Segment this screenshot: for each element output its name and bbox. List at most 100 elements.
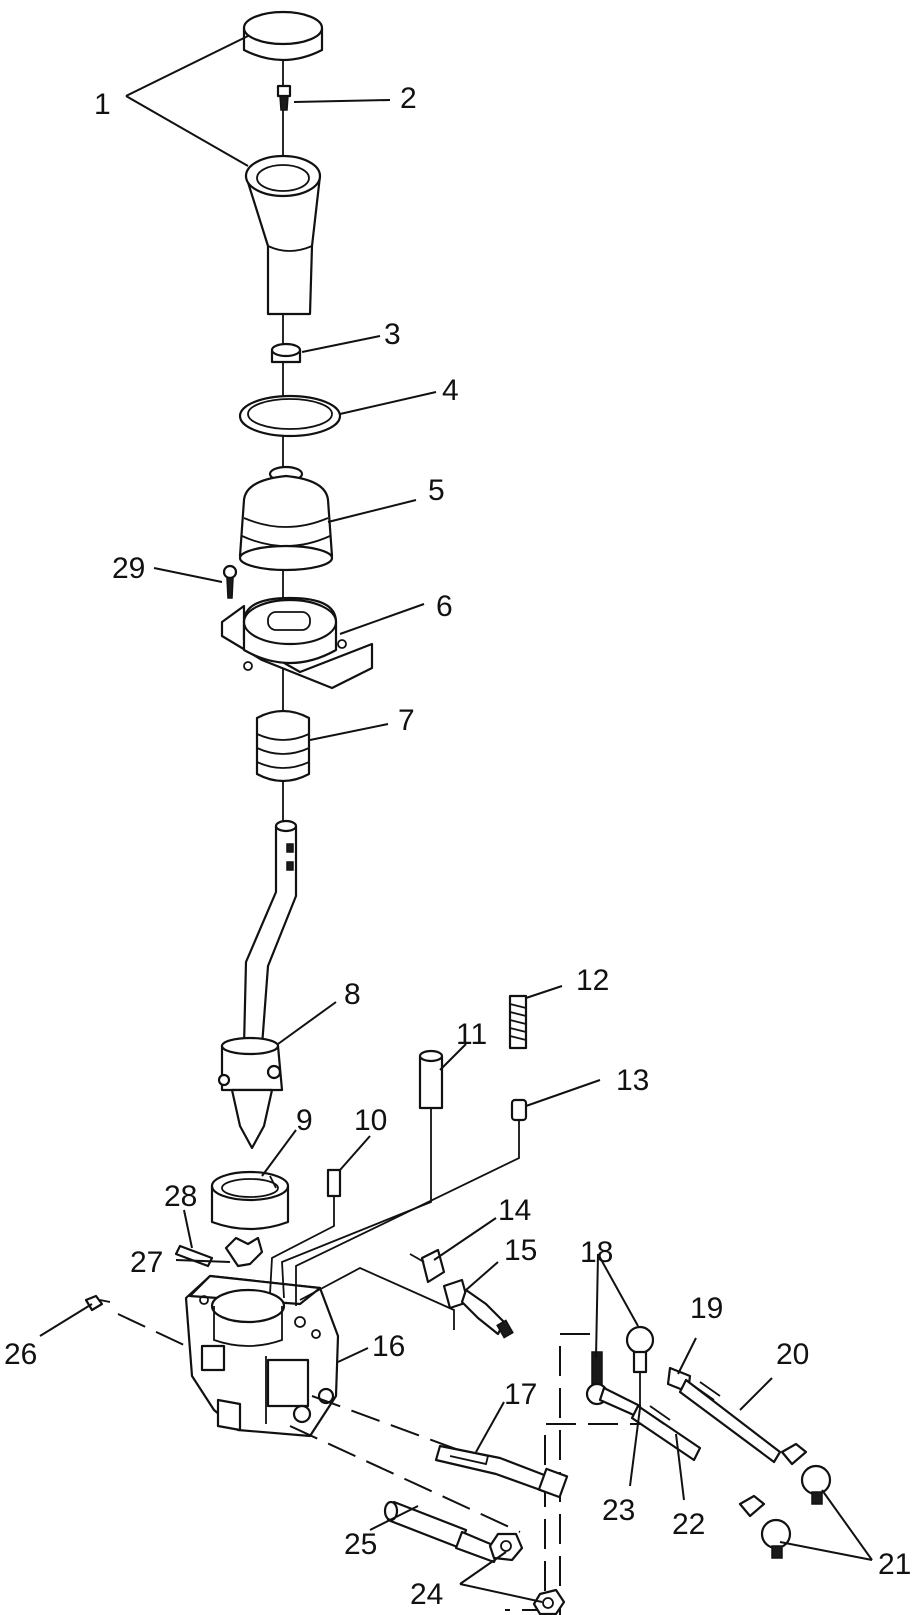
callout-24: 24 bbox=[410, 1578, 443, 1611]
leader-24b bbox=[459, 1583, 543, 1603]
part-pin-11 bbox=[418, 1049, 444, 1110]
part-rod-22 bbox=[630, 1404, 702, 1462]
part-spring-10 bbox=[326, 1168, 342, 1198]
leader-6 bbox=[339, 603, 425, 635]
part-nut-24b bbox=[532, 1588, 566, 1615]
part-grommet-7 bbox=[255, 709, 311, 783]
callout-22: 22 bbox=[672, 1508, 705, 1541]
callout-9: 9 bbox=[296, 1104, 313, 1137]
callout-10: 10 bbox=[354, 1104, 387, 1137]
part-ball-joint-18a bbox=[585, 1351, 642, 1418]
part-housing-plate-6 bbox=[220, 596, 374, 690]
leader-23 bbox=[629, 1407, 641, 1487]
callout-27: 27 bbox=[130, 1246, 163, 1279]
part-pin-28 bbox=[174, 1244, 214, 1268]
callout-15: 15 bbox=[504, 1234, 537, 1267]
leader-1b bbox=[125, 95, 249, 167]
part-rod-end-21a bbox=[780, 1442, 832, 1505]
callout-14: 14 bbox=[498, 1194, 531, 1227]
part-rod-20 bbox=[678, 1378, 782, 1464]
part-gate-collar-9 bbox=[210, 1170, 290, 1231]
leader-2 bbox=[293, 99, 391, 103]
callout-2: 2 bbox=[400, 82, 417, 115]
part-ring-4 bbox=[238, 394, 342, 438]
part-switch-14 bbox=[409, 1248, 446, 1284]
leader-22 bbox=[675, 1433, 685, 1501]
part-cable-25 bbox=[383, 1500, 502, 1564]
part-shift-knob bbox=[244, 154, 322, 316]
callout-1: 1 bbox=[94, 88, 111, 121]
callout-26: 26 bbox=[4, 1338, 37, 1371]
callout-11: 11 bbox=[456, 1018, 487, 1051]
callout-4: 4 bbox=[442, 374, 459, 407]
wire-path-11 bbox=[281, 1108, 432, 1299]
leader-7 bbox=[309, 723, 389, 741]
callout-16: 16 bbox=[372, 1330, 405, 1363]
leader-29 bbox=[153, 567, 223, 583]
leader-3 bbox=[301, 335, 381, 353]
callout-6: 6 bbox=[436, 590, 453, 623]
part-rod-end-21b bbox=[738, 1494, 792, 1559]
part-switch-15 bbox=[442, 1278, 514, 1339]
callout-17: 17 bbox=[504, 1378, 537, 1411]
callout-29: 29 bbox=[112, 552, 145, 585]
wire-path-10 bbox=[269, 1196, 335, 1295]
leader-20 bbox=[739, 1377, 773, 1411]
wire-path-14-15 bbox=[299, 1266, 455, 1330]
callout-28: 28 bbox=[164, 1180, 197, 1213]
callout-13: 13 bbox=[616, 1064, 649, 1097]
axis-bolt-26 bbox=[117, 1313, 187, 1347]
part-screw-2 bbox=[276, 84, 292, 111]
part-bushing-3 bbox=[270, 342, 302, 364]
part-spring-12 bbox=[508, 994, 528, 1050]
axis-linkage-upper bbox=[559, 1333, 590, 1615]
part-ball-joint-18b bbox=[625, 1325, 655, 1374]
callout-19: 19 bbox=[690, 1292, 723, 1325]
leader-11 bbox=[439, 1043, 467, 1071]
part-bolt-26 bbox=[84, 1294, 111, 1312]
leader-24a bbox=[459, 1551, 507, 1585]
leader-12 bbox=[525, 985, 563, 999]
callout-3: 3 bbox=[384, 318, 401, 351]
leader-27 bbox=[175, 1259, 231, 1263]
leader-21a bbox=[821, 1489, 873, 1561]
part-knob-cap bbox=[242, 10, 324, 62]
part-cable-17 bbox=[434, 1444, 569, 1499]
leader-26 bbox=[39, 1303, 93, 1337]
part-shift-lever-8 bbox=[217, 819, 298, 1150]
leader-15 bbox=[465, 1261, 499, 1291]
callout-20: 20 bbox=[776, 1338, 809, 1371]
leader-5 bbox=[327, 499, 417, 523]
part-nut-24a bbox=[488, 1532, 524, 1562]
leader-18a bbox=[595, 1253, 599, 1359]
part-boot-5 bbox=[238, 465, 334, 572]
leader-16 bbox=[337, 1347, 369, 1363]
leader-10 bbox=[339, 1135, 371, 1171]
leader-13 bbox=[525, 1079, 601, 1107]
callout-7: 7 bbox=[398, 704, 415, 737]
axis-cable-25 bbox=[289, 1425, 521, 1533]
part-detent-27 bbox=[224, 1236, 264, 1268]
part-shifter-housing-16 bbox=[184, 1274, 340, 1438]
leader-17 bbox=[475, 1401, 505, 1453]
part-screw-29 bbox=[222, 564, 238, 599]
leader-14 bbox=[433, 1217, 497, 1261]
callout-23: 23 bbox=[602, 1494, 635, 1527]
callout-25: 25 bbox=[344, 1528, 377, 1561]
leader-19 bbox=[677, 1337, 697, 1375]
axis-linkage-lower bbox=[505, 1423, 660, 1611]
leader-21b bbox=[779, 1541, 873, 1561]
callout-12: 12 bbox=[576, 964, 609, 997]
leader-8 bbox=[277, 1001, 337, 1045]
callout-8: 8 bbox=[344, 978, 361, 1011]
callout-5: 5 bbox=[428, 474, 445, 507]
callout-18: 18 bbox=[580, 1236, 613, 1269]
leader-25 bbox=[369, 1505, 419, 1531]
callout-21: 21 bbox=[878, 1548, 911, 1581]
wire-path-13 bbox=[295, 1120, 520, 1306]
part-plunger-13 bbox=[510, 1098, 528, 1122]
leader-9 bbox=[261, 1129, 297, 1177]
leader-4 bbox=[339, 391, 437, 415]
